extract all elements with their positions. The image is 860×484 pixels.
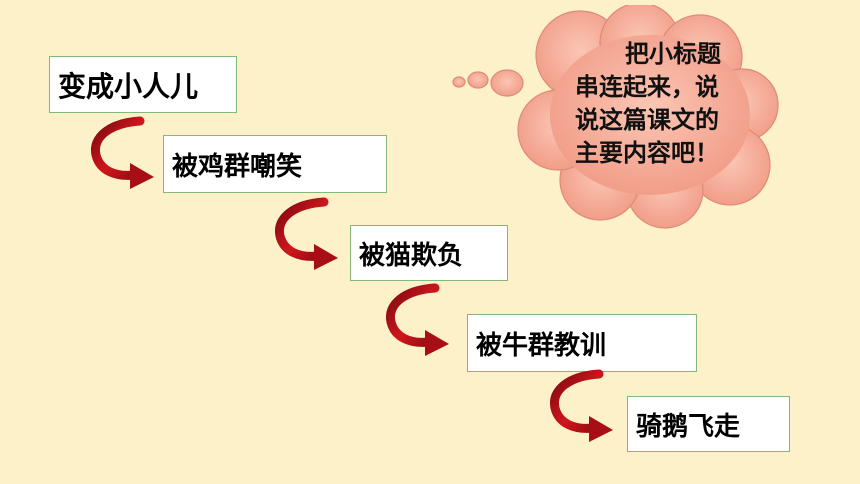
prompt-line-2: 串连起来，说: [575, 73, 719, 101]
curved-arrow-icon: [90, 116, 154, 189]
curved-arrow-icon: [274, 197, 338, 270]
curved-arrow-icon: [549, 369, 613, 442]
step-box-1: 变成小人儿: [49, 56, 237, 113]
prompt-line-4: 主要内容吧！: [575, 139, 719, 167]
step-box-5: 骑鹅飞走: [627, 396, 790, 452]
thought-cloud: [452, 5, 779, 229]
curved-arrow-icon: [385, 283, 449, 356]
prompt-line-1: 把小标题: [625, 40, 721, 68]
cloud-prompt: 把小标题 串连起来，说 说这篇课文的 主要内容吧！: [575, 38, 785, 170]
step-box-4: 被牛群教训: [467, 314, 697, 372]
prompt-line-3: 说这篇课文的: [575, 106, 719, 134]
step-box-2: 被鸡群嘲笑: [163, 135, 387, 193]
step-box-3: 被猫欺负: [350, 225, 508, 281]
